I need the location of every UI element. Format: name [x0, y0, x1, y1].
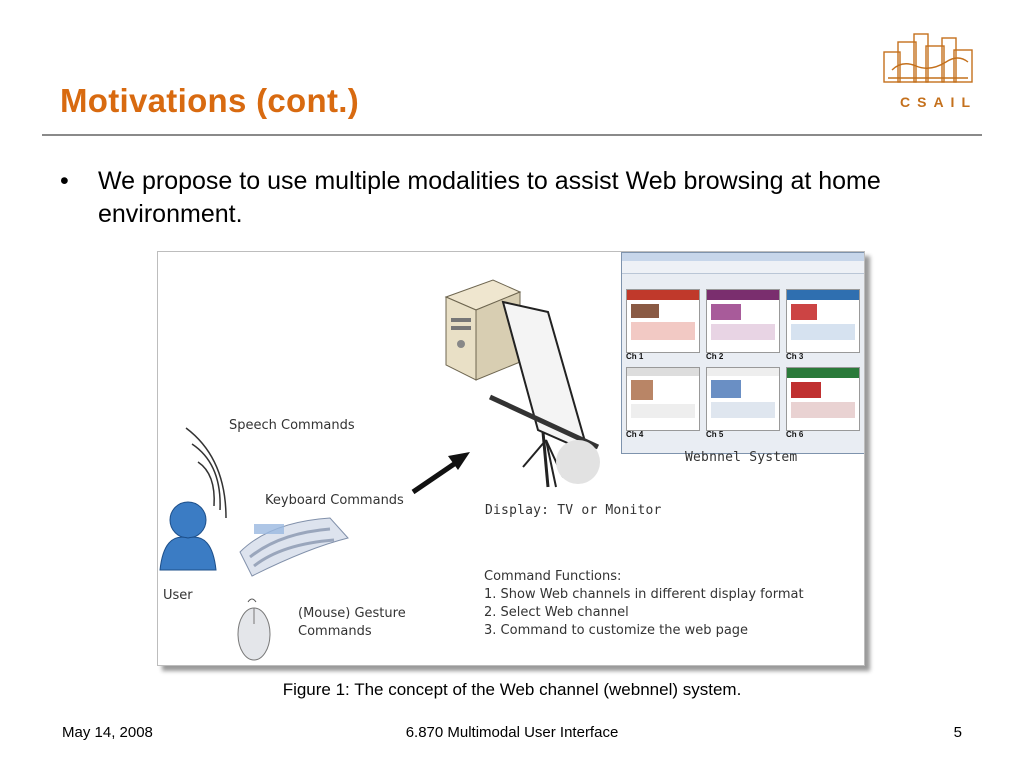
command-functions: Command Functions: 1. Show Web channels …: [484, 568, 804, 640]
bullet-marker: •: [60, 167, 69, 195]
speech-commands-label: Speech Commands: [229, 418, 355, 433]
mouse-icon: [237, 598, 271, 661]
channel-2: Ch 2: [706, 289, 780, 365]
figure-illustration: [159, 279, 600, 661]
channel-label: Ch 3: [786, 352, 804, 361]
keyboard-icon: [239, 517, 349, 577]
keyboard-commands-label: Keyboard Commands: [265, 493, 404, 508]
command-function-item: 1. Show Web channels in different displa…: [484, 587, 804, 602]
logo-text: CSAIL: [900, 94, 977, 110]
command-function-item: 3. Command to customize the web page: [484, 623, 749, 638]
footer-page-number: 5: [953, 724, 962, 741]
channel-5: Ch 5: [706, 367, 780, 443]
channel-label: Ch 1: [626, 352, 644, 361]
webnnel-browser-window: Ch 1 Ch 2 Ch 3 Ch 4: [621, 252, 864, 454]
bullet-list: • We propose to use multiple modalities …: [60, 165, 960, 231]
channel-4: Ch 4: [626, 367, 700, 443]
channel-thumbnail: [706, 367, 780, 431]
bullet-text: We propose to use multiple modalities to…: [98, 167, 881, 228]
gesture-commands-label-line1: (Mouse) Gesture: [298, 606, 406, 621]
channel-6: Ch 6: [786, 367, 860, 443]
browser-titlebar: [622, 253, 864, 261]
channel-thumbnail: [626, 289, 700, 353]
channel-3: Ch 3: [786, 289, 860, 365]
webnnel-system-label: Webnnel System: [685, 450, 798, 465]
user-label: User: [163, 588, 193, 603]
csail-logo: [878, 30, 990, 120]
speech-waves-icon: [185, 427, 227, 519]
command-function-item: 2. Select Web channel: [484, 605, 629, 620]
bullet-item: • We propose to use multiple modalities …: [60, 165, 960, 231]
channel-label: Ch 4: [626, 430, 644, 439]
title-divider: [42, 134, 982, 136]
display-label: Display: TV or Monitor: [485, 503, 662, 518]
channel-thumbnail: [706, 289, 780, 353]
figure-caption: Figure 1: The concept of the Web channel…: [282, 680, 742, 699]
footer-course: 6.870 Multimodal User Interface: [405, 724, 619, 741]
channel-label: Ch 2: [706, 352, 724, 361]
browser-toolbar: [622, 261, 864, 274]
slide-title: Motivations (cont.): [60, 82, 360, 119]
display-screen-icon: [488, 300, 600, 488]
channel-label: Ch 6: [786, 430, 804, 439]
channel-thumbnail: [786, 289, 860, 353]
channel-thumbnail: [626, 367, 700, 431]
csail-buildings-icon: [883, 33, 973, 83]
command-functions-title: Command Functions:: [484, 569, 622, 584]
concept-figure: Ch 1 Ch 2 Ch 3 Ch 4: [157, 251, 865, 666]
channel-1: Ch 1: [626, 289, 700, 365]
user-icon: [159, 501, 217, 571]
channel-thumbnail: [786, 367, 860, 431]
arrow-icon: [411, 452, 470, 495]
channel-label: Ch 5: [706, 430, 724, 439]
gesture-commands-label-line2: Commands: [298, 624, 372, 639]
footer-date: May 14, 2008: [62, 724, 153, 741]
computer-tower-icon: [444, 279, 522, 381]
